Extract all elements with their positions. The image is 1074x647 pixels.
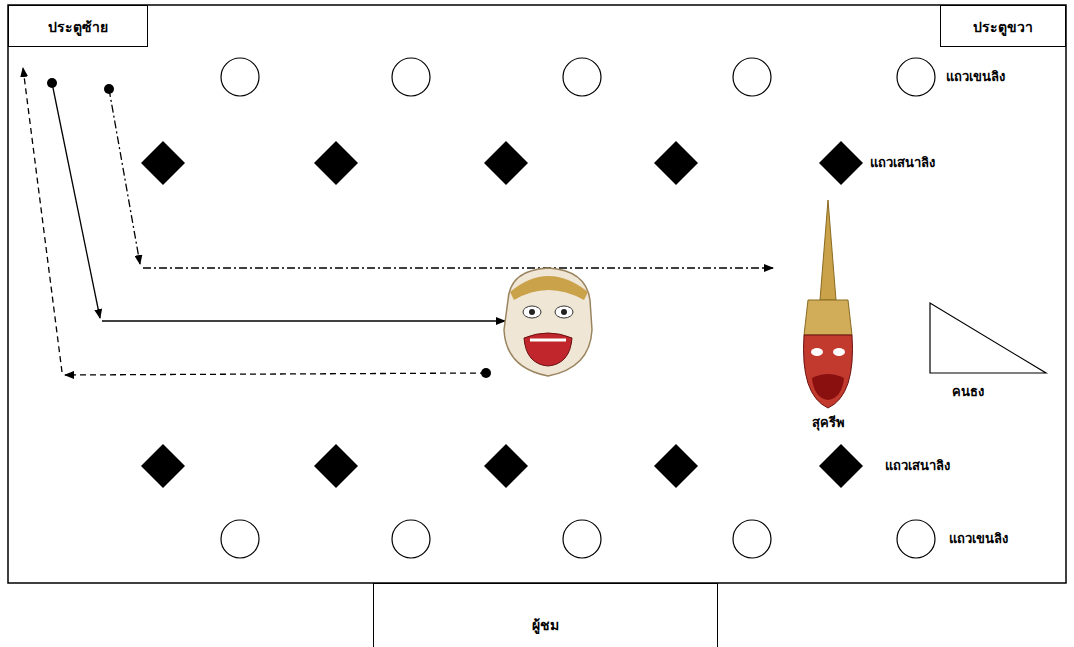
shield-monkey (563, 58, 601, 96)
mask-eye (833, 348, 845, 356)
solid-path (52, 83, 100, 318)
row-label: แถวเขนลิง (947, 530, 1010, 548)
soldier-monkey (314, 444, 358, 488)
dashed-path (23, 68, 62, 372)
soldier-monkey (819, 444, 863, 488)
soldier-monkey (484, 444, 528, 488)
mask-crown (804, 300, 852, 335)
soldier-monkey (654, 444, 698, 488)
dashdot-path (109, 89, 140, 264)
mask-mouth (812, 374, 844, 400)
shield-monkey (221, 520, 259, 558)
shield-monkey (897, 520, 935, 558)
mask-face (504, 268, 592, 376)
mask-pupil (561, 309, 567, 315)
shield-monkey (392, 520, 430, 558)
door-label: ประตูขวา (973, 16, 1033, 46)
dashed-path (65, 373, 486, 375)
mask-eye (811, 348, 823, 356)
solid-path (102, 320, 505, 321)
shield-monkey (563, 520, 601, 558)
shield-monkey (733, 58, 771, 96)
soldier-monkey (141, 141, 185, 185)
hanuman-mask (504, 268, 592, 376)
soldier-monkey-rows (141, 141, 863, 488)
row-label: แถวเขนลิง (944, 68, 1007, 86)
row-label: แถวเสนาลิง (868, 154, 937, 172)
soldier-monkey (141, 444, 185, 488)
door-box: ผู้ชม (373, 583, 718, 647)
soldier-monkey (819, 141, 863, 185)
mask-teeth (530, 339, 566, 342)
door-label: ประตูซ้าย (48, 16, 108, 46)
mask-mouth (524, 333, 572, 366)
soldier-monkey (314, 141, 358, 185)
door-box: ประตูซ้าย (8, 5, 148, 47)
shield-monkey (221, 58, 259, 96)
stage-outline (8, 5, 1066, 583)
door-box: ประตูขวา (940, 5, 1066, 47)
shield-monkey (897, 58, 935, 96)
mask-eye (555, 306, 573, 318)
movement-paths (23, 68, 773, 378)
shield-monkey (733, 520, 771, 558)
sugriva-mask (804, 200, 853, 408)
soldier-monkey (654, 141, 698, 185)
row-label: แถวเสนาลิง (883, 457, 952, 475)
mask-eye (523, 306, 541, 318)
mask-pupil (529, 309, 535, 315)
door-label: ผู้ชม (532, 614, 559, 647)
mask-spire (820, 200, 836, 300)
mask-face (804, 335, 853, 408)
shield-monkey-rows (221, 58, 935, 558)
flag-bearer-triangle (930, 303, 1046, 373)
row-label: สุครีพ (810, 414, 847, 432)
dashdot-path (143, 267, 773, 268)
shield-monkey (392, 58, 430, 96)
soldier-monkey (484, 141, 528, 185)
row-label: คนธง (950, 383, 986, 401)
mask-crown (510, 276, 588, 300)
